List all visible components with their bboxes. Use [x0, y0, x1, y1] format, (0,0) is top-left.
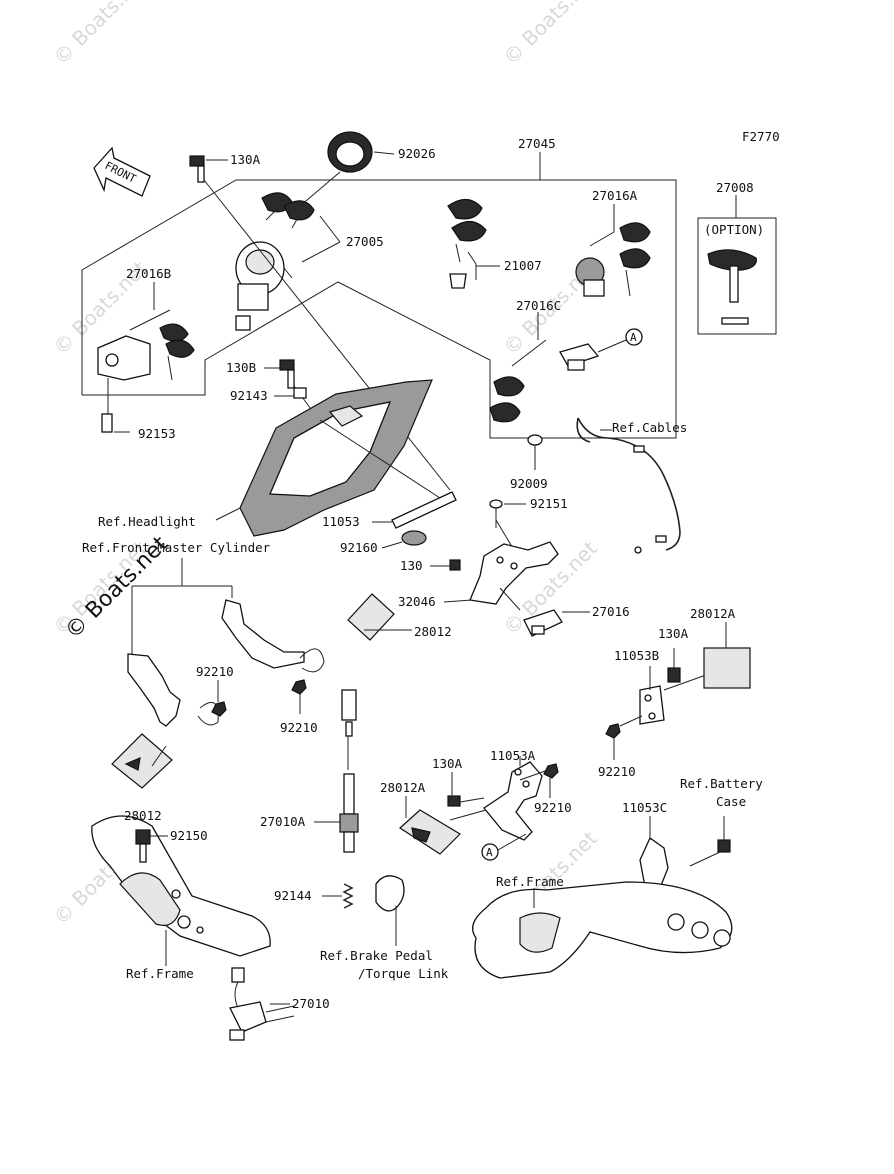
- figure-code: F2770: [742, 129, 780, 144]
- bolt-130a-mid: [447, 772, 485, 807]
- bolt-92153: [101, 378, 130, 433]
- callout-130a: 130A: [230, 152, 261, 167]
- brake-switch-27010a: [314, 689, 359, 853]
- callout-11053b: 11053B: [614, 648, 659, 663]
- ref-brake-line2: /Torque Link: [358, 966, 449, 981]
- switch-28012-left: [111, 733, 173, 789]
- callout-27016c: 27016C: [516, 298, 561, 313]
- callout-27045: 27045: [518, 136, 556, 151]
- spring-92144: [322, 875, 405, 946]
- callout-92210-mid: 92210: [534, 800, 572, 815]
- callout-11053: 11053: [322, 514, 360, 529]
- key-21007: [447, 198, 500, 289]
- brake-switch-27010: [229, 967, 295, 1041]
- circle-a-marker: [625, 328, 643, 346]
- callout-92151: 92151: [530, 496, 568, 511]
- lock-27016c: [489, 312, 627, 423]
- nut-92210-a: [291, 679, 307, 714]
- callout-92153: 92153: [138, 426, 176, 441]
- callout-92210-right: 92210: [598, 764, 636, 779]
- ref-brake-line1: Ref.Brake Pedal: [320, 948, 433, 963]
- frame-left: [91, 815, 271, 966]
- frame-right: [472, 881, 733, 979]
- screw-92009: [527, 434, 543, 470]
- ref-headlight: Ref.Headlight: [98, 514, 196, 529]
- ref-frame-right: Ref.Frame: [496, 874, 564, 889]
- lock-27016: [499, 587, 590, 637]
- ref-frame-left: Ref.Frame: [126, 966, 194, 981]
- nut-92210-b: [211, 680, 227, 717]
- switch-28012a-right: [703, 622, 751, 689]
- callout-130a-right: 130A: [658, 626, 689, 641]
- callout-27005: 27005: [346, 234, 384, 249]
- callout-92210-b: 92210: [196, 664, 234, 679]
- key-pair: [261, 192, 315, 229]
- callout-27016: 27016: [592, 604, 630, 619]
- callout-130: 130: [400, 558, 423, 573]
- callout-21007: 21007: [504, 258, 542, 273]
- callout-11053c: 11053C: [622, 800, 667, 815]
- callout-27008: 27008: [716, 180, 754, 195]
- ref-battery-line1: Ref.Battery: [680, 776, 763, 791]
- callout-28012: 28012: [414, 624, 452, 639]
- circle-a-marker-2: [481, 843, 499, 861]
- callout-11053a: 11053A: [490, 748, 536, 763]
- plate-11053b: [639, 666, 665, 725]
- nut-92210-mid: [519, 763, 559, 798]
- circle-a-label: A: [630, 331, 637, 344]
- callout-92210-a: 92210: [280, 720, 318, 735]
- callout-92144: 92144: [274, 888, 312, 903]
- callout-92143: 92143: [230, 388, 268, 403]
- bolt-130a-top: [189, 155, 451, 491]
- lock-27016b: [97, 282, 195, 381]
- plate-11053: [372, 491, 457, 529]
- grommet-92160: [381, 530, 427, 549]
- collar-92143: [274, 387, 307, 399]
- front-switch-bracket: [127, 558, 325, 727]
- seat-cable: [576, 417, 681, 554]
- switch-28012: [347, 593, 412, 641]
- callout-92160: 92160: [340, 540, 378, 555]
- callout-32046: 32046: [398, 594, 436, 609]
- bolt-92150: [135, 829, 168, 863]
- front-arrow-icon: FRONT: [93, 146, 151, 197]
- nut-92210-right: [605, 715, 643, 760]
- key-set-outline: [81, 152, 677, 439]
- callout-27016b: 27016B: [126, 266, 171, 281]
- seal-ring: [299, 131, 395, 207]
- callout-27010a: 27010A: [260, 814, 306, 829]
- switch-28012a-mid: [399, 796, 487, 855]
- reference-labels: Ref.Cables Ref.Headlight Ref.Front Maste…: [82, 420, 763, 981]
- option-label: (OPTION): [704, 222, 764, 237]
- ref-battery-line2: Case: [716, 794, 746, 809]
- callout-28012a-mid: 28012A: [380, 780, 426, 795]
- bracket-11053a: [483, 756, 543, 841]
- callout-92026: 92026: [398, 146, 436, 161]
- bracket-32046: [443, 541, 559, 605]
- watermark: © Boats.net: [499, 0, 602, 70]
- callout-28012a-right: 28012A: [690, 606, 736, 621]
- headlight-bracket: [215, 379, 441, 537]
- callout-27010: 27010: [292, 996, 330, 1011]
- watermark: © Boats.net: [49, 0, 152, 70]
- ignition-switch: [235, 241, 293, 331]
- ref-front-master: Ref.Front Master Cylinder: [82, 540, 271, 555]
- ref-cables: Ref.Cables: [612, 420, 687, 435]
- option-key-box: (OPTION): [697, 195, 777, 335]
- bolt-130b: [264, 359, 317, 417]
- lock-27016a: [575, 204, 651, 297]
- circle-a-label-2: A: [486, 846, 493, 859]
- callout-28012-left: 28012: [124, 808, 162, 823]
- callout-92150: 92150: [170, 828, 208, 843]
- bolt-130: [430, 559, 461, 571]
- callout-92009: 92009: [510, 476, 548, 491]
- callout-130b: 130B: [226, 360, 256, 375]
- callout-labels: 130A 92026 27045 27005 27016A 27008 2100…: [124, 136, 754, 1011]
- callout-130a-mid: 130A: [432, 756, 463, 771]
- bracket-11053c: [639, 816, 731, 893]
- callout-27016a: 27016A: [592, 188, 638, 203]
